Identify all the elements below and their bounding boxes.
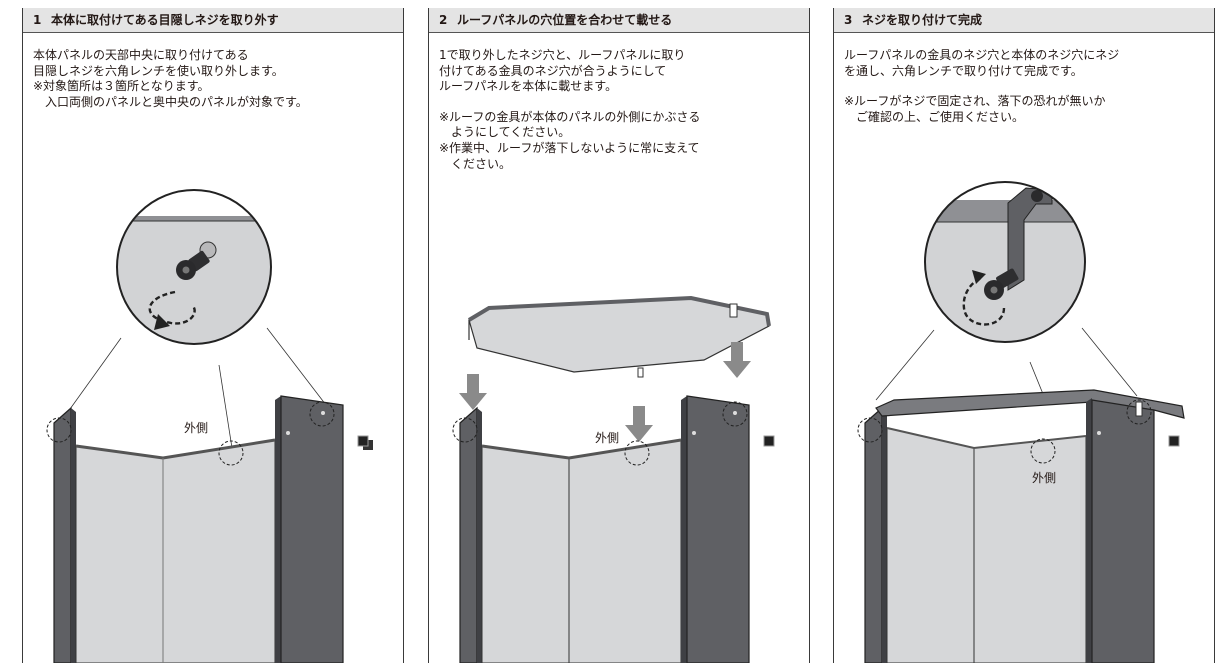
note-line: ※ルーフの金具が本体のパネルの外側にかぶさる	[439, 109, 701, 124]
note-line: ご確認の上、ご使用ください。	[844, 109, 1025, 124]
description-line: 付けてある金具のネジ穴が合うようにして	[439, 63, 667, 78]
booth-illustration: 外側	[452, 395, 775, 663]
outside-label: 外側	[595, 431, 619, 445]
step-title: 本体に取付けてある目隠しネジを取り外す	[51, 13, 279, 27]
step-2-header: 2 ルーフパネルの穴位置を合わせて載せる	[429, 8, 809, 33]
description-line: 1で取り外したネジ穴と、ルーフパネルに取り	[439, 48, 686, 62]
step-1-illustration: 外側	[46, 189, 373, 663]
step-1-header: 1 本体に取付けてある目隠しネジを取り外す	[23, 8, 403, 33]
description-line: ルーフパネルの金具のネジ穴と本体のネジ穴にネジ	[844, 48, 1120, 62]
screw-icon	[176, 241, 217, 280]
step-title: ルーフパネルの穴位置を合わせて載せる	[457, 13, 673, 27]
description-line: 入口両側のパネルと奥中央のパネルが対象です。	[33, 94, 308, 109]
description-line: を通し、六角レンチで取り付けて完成です。	[844, 63, 1083, 78]
description-line: 本体パネルの天部中央に取り付けてある	[33, 48, 249, 62]
down-arrow-icon	[459, 374, 487, 410]
step-3-illustration: 外側	[857, 181, 1185, 663]
step-2-illustration: 外側	[452, 295, 775, 663]
roof-panel	[467, 295, 771, 378]
note-line: ようにしてください。	[439, 125, 571, 140]
down-arrow-icon	[723, 342, 751, 378]
rotate-arrow-icon	[148, 290, 196, 325]
step-number: 3	[844, 13, 853, 27]
zoom-circle	[924, 181, 1086, 343]
outside-label: 外側	[184, 421, 208, 435]
down-arrow-icon	[625, 406, 653, 442]
description-line: ルーフパネルを本体に載せます。	[439, 79, 618, 94]
step-title: ネジを取り付けて完成	[862, 13, 983, 27]
step-1-description: 本体パネルの天部中央に取り付けてある 目隠しネジを六角レンチを使い取り外します。…	[33, 48, 395, 110]
zoom-circle	[116, 189, 272, 345]
step-1-panel: 外側 1 本体に取付けてある目隠しネジを取り外す 本体パネルの天部中央に取り付けて…	[22, 8, 404, 663]
screw-icon	[984, 268, 1019, 300]
step-number: 2	[439, 13, 448, 27]
description-line: 目隠しネジを六角レンチを使い取り外します。	[33, 63, 284, 78]
outside-label: 外側	[1032, 471, 1056, 485]
rotate-arrow-icon	[962, 276, 1006, 326]
description-line: ※対象箇所は３箇所となります。	[33, 79, 210, 94]
step-number: 1	[33, 13, 42, 27]
step-2-description: 1で取り外したネジ穴と、ルーフパネルに取り 付けてある金具のネジ穴が合うようにし…	[439, 48, 801, 172]
note-line: ※作業中、ルーフが落下しないように常に支えて	[439, 140, 700, 155]
step-3-header: 3 ネジを取り付けて完成	[834, 8, 1214, 33]
step-2-panel: 外側 2 ルーフパネルの穴位置を合わせて載せる 1で取り外したネジ穴と、ルーフパネ…	[428, 8, 810, 663]
booth-illustration: 外側	[46, 395, 373, 663]
note-line: ください。	[439, 156, 512, 171]
step-3-description: ルーフパネルの金具のネジ穴と本体のネジ穴にネジ を通し、六角レンチで取り付けて完…	[844, 48, 1206, 125]
booth-illustration: 外側	[857, 389, 1185, 663]
note-line: ※ルーフがネジで固定され、落下の恐れが無いか	[844, 94, 1106, 109]
step-3-panel: 外側 3 ネジを取り付けて完成 ルーフパネルの金具のネジ穴と本体のネジ穴にネジ を…	[833, 8, 1215, 663]
